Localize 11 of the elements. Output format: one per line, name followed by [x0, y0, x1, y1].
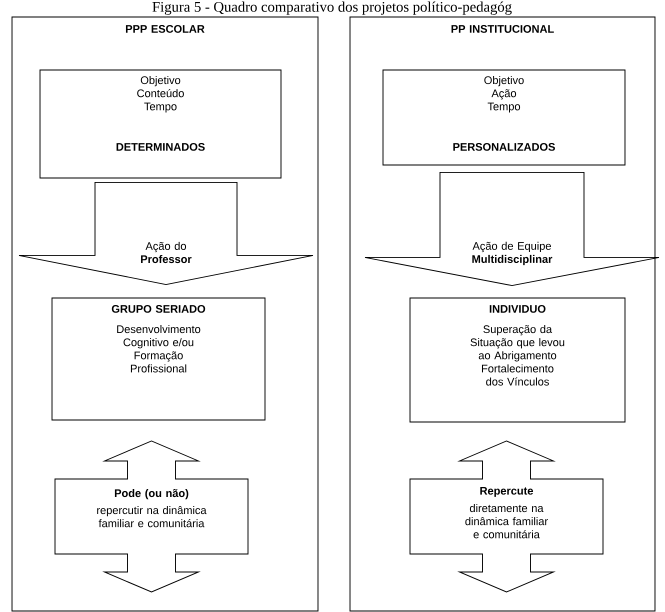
text-box: Objetivo Ação Tempo PERSONALIZADOS	[382, 70, 626, 166]
block-arrow	[18, 182, 314, 285]
double-arrow-box: Repercute diretamente na dinâmica familiar e comunitária	[410, 440, 604, 592]
text-box: Objetivo Conteúdo Tempo DETERMINADOS	[40, 70, 282, 178]
figure-title: Figura 5 - Quadro comparativo dos projetos político-pedagóg	[152, 1, 512, 15]
edge-label: Ação de Equipe Multidisciplinar	[472, 242, 552, 266]
block-arrow	[364, 172, 660, 286]
edge-label: Ação do Professor	[141, 242, 192, 264]
text-box: INDIVIDUO Superação da Situação que levou ao Abrigamento Fortalecimento dos Vínculos	[410, 298, 626, 422]
double-arrow-box: Pode (ou não) repercutir na dinâmica familiar e comunitária	[54, 440, 248, 592]
text-box: GRUPO SERIADO Desenvolvimento Cognitivo e/ou Formação Profissional	[52, 298, 266, 420]
